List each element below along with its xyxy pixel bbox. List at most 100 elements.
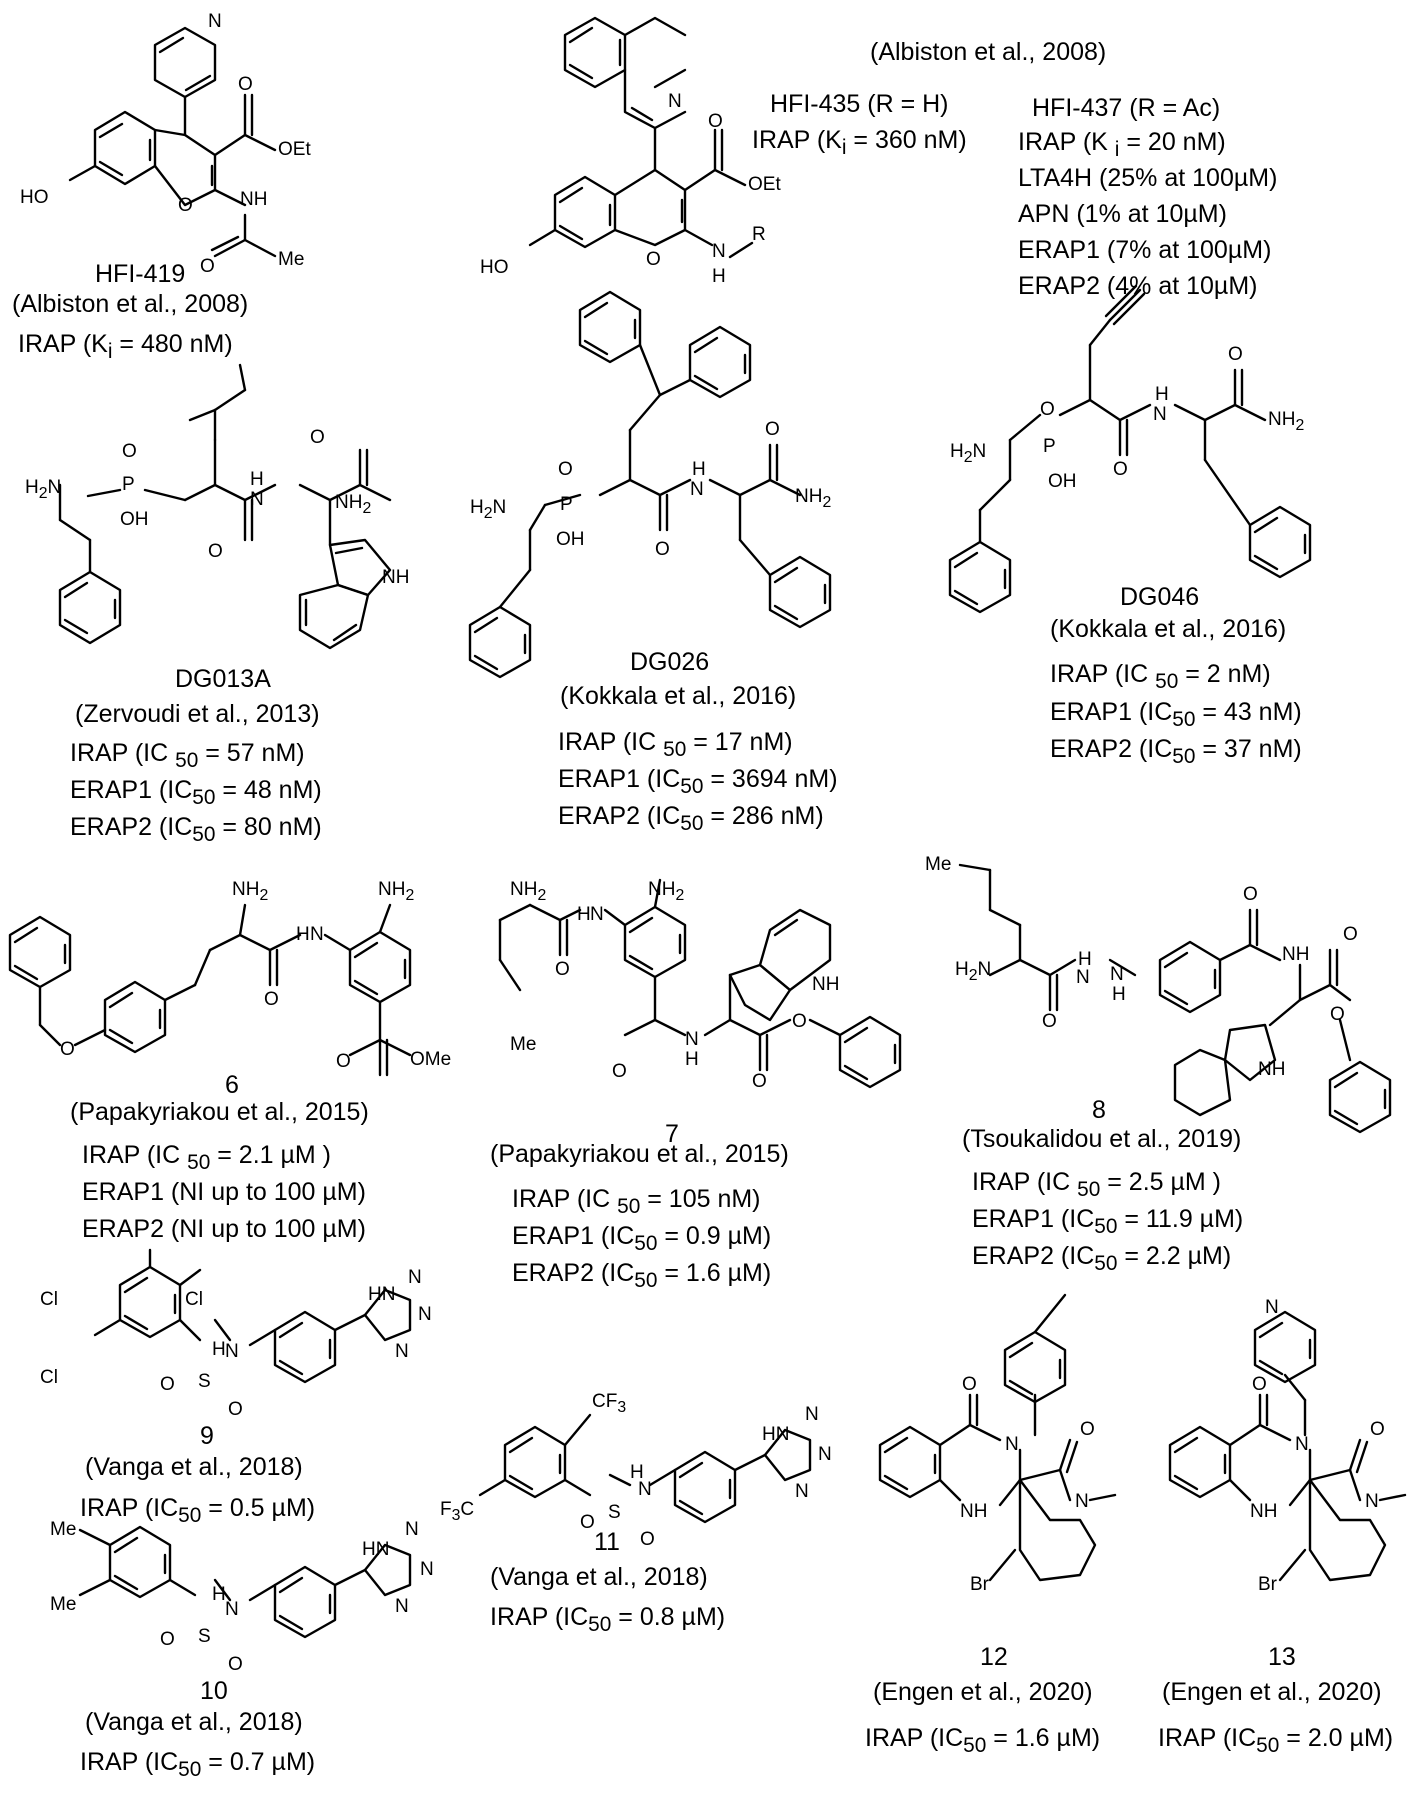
structure-dg026 — [468, 290, 832, 679]
atom-label: O — [708, 111, 723, 132]
atom-label: Me — [925, 854, 952, 875]
activity-line: ERAP2 (4% at 10µM) — [1018, 272, 1258, 300]
compound-name: DG013A — [175, 665, 271, 693]
atom-label: O — [1243, 884, 1258, 905]
atom-label: N — [250, 489, 264, 510]
atom-label: O — [310, 427, 325, 448]
compound-name: 7 — [665, 1120, 679, 1148]
atom-label: NH2 — [335, 492, 372, 517]
atom-label: O — [60, 1039, 75, 1060]
atom-label: Me — [50, 1519, 77, 1540]
compound-ref: (Albiston et al., 2008) — [870, 38, 1107, 66]
structure-8 — [958, 863, 1392, 1134]
atom-label: O — [200, 256, 215, 277]
atom-label: N — [395, 1596, 409, 1617]
atom-label: HN — [368, 1284, 396, 1305]
compound-name: DG026 — [630, 648, 710, 676]
compound-name: 10 — [200, 1677, 228, 1705]
atom-label: O — [558, 459, 573, 480]
structure-9 — [93, 1248, 412, 1384]
atom-label: N — [1005, 1434, 1019, 1455]
atom-label: N — [1295, 1434, 1309, 1455]
activity-line: IRAP (IC 50 = 2.1 µM ) — [82, 1141, 331, 1174]
activity-line: ERAP2 (IC50 = 37 nM) — [1050, 735, 1302, 768]
compound-ref: (Vanga et al., 2018) — [85, 1453, 303, 1481]
compound-name: HFI-419 — [95, 260, 186, 288]
compound-ref: (Engen et al., 2020) — [873, 1678, 1093, 1706]
atom-label: H — [212, 1339, 226, 1360]
activity-line: IRAP (IC 50 = 105 nM) — [512, 1185, 761, 1218]
atom-label: O — [264, 989, 279, 1010]
atom-label: OH — [556, 529, 585, 550]
atom-label: NH2 — [795, 486, 832, 511]
atom-label: H — [692, 459, 706, 480]
structure-10 — [78, 1525, 412, 1639]
atom-label: S — [608, 1502, 621, 1523]
atom-label: NH — [240, 189, 268, 210]
atom-label: O — [792, 1011, 807, 1032]
structure-11 — [478, 1413, 812, 1524]
atom-label: H2N — [955, 959, 992, 984]
activity-line: IRAP (IC 50 = 57 nM) — [70, 739, 305, 772]
atom-label: NH — [960, 1501, 988, 1522]
atom-label: NH2 — [510, 879, 547, 904]
compound-name: 11 — [594, 1528, 620, 1556]
activity-line: LTA4H (25% at 100µM) — [1018, 164, 1278, 192]
activity-line: IRAP (K i = 20 nM) — [1018, 128, 1226, 161]
atom-label: N — [1365, 1491, 1379, 1512]
atom-label: O — [208, 541, 223, 562]
atom-label: H2N — [470, 497, 507, 522]
atom-label: P — [560, 494, 573, 515]
activity-line: ERAP1 (IC50 = 48 nM) — [70, 776, 322, 809]
activity-line: IRAP (IC50 = 0.7 µM) — [80, 1748, 316, 1781]
activity-line: ERAP2 (IC50 = 80 nM) — [70, 813, 322, 846]
compound-name: HFI-437 (R = Ac) — [1032, 94, 1221, 122]
atom-label: N — [590, 904, 604, 925]
activity-line: IRAP (IC50 = 0.5 µM) — [80, 1494, 316, 1527]
atom-label: N — [668, 91, 682, 112]
atom-label: N — [208, 11, 222, 32]
activity-line: ERAP1 (IC50 = 0.9 µM) — [512, 1222, 772, 1255]
atom-label: O — [640, 1529, 655, 1550]
atom-label: NH2 — [232, 879, 269, 904]
atom-label: Me — [278, 249, 305, 270]
atom-label: CF3 — [592, 1391, 627, 1416]
atom-label: N — [310, 924, 324, 945]
atom-label: HN — [762, 1424, 790, 1445]
compound-ref: (Kokkala et al., 2016) — [1050, 615, 1287, 643]
atom-label: N — [712, 241, 726, 262]
atom-label: OH — [120, 509, 149, 530]
atom-label: NH2 — [1268, 409, 1305, 434]
atom-label: H — [685, 1049, 699, 1070]
atom-label: O — [555, 959, 570, 980]
atom-label: HO — [20, 187, 49, 208]
atom-label: O — [336, 1051, 351, 1072]
atom-label: H — [1155, 384, 1169, 405]
atom-label: O — [160, 1374, 175, 1395]
atom-label: H — [712, 266, 726, 287]
compound-name: 13 — [1268, 1643, 1296, 1671]
atom-label: Br — [1258, 1574, 1277, 1595]
activity-line: ERAP1 (IC50 = 11.9 µM) — [972, 1205, 1244, 1238]
structure-13 — [1168, 1310, 1407, 1582]
atom-label: N — [420, 1559, 434, 1580]
atom-label: NH — [1282, 944, 1310, 965]
atom-label: F3C — [440, 1499, 475, 1524]
atom-label: H2N — [950, 441, 987, 466]
atom-label: N — [418, 1304, 432, 1325]
atom-label: N — [1265, 1297, 1279, 1318]
atom-label: H — [577, 904, 591, 925]
atom-label: NH2 — [648, 879, 685, 904]
atom-label: O — [655, 539, 670, 560]
atom-label: N — [805, 1404, 819, 1425]
atom-label: O — [228, 1654, 243, 1675]
atom-label: O — [1370, 1419, 1385, 1440]
atom-label: Br — [970, 1574, 989, 1595]
atom-label: O — [1113, 459, 1128, 480]
activity-line: ERAP2 (IC50 = 2.2 µM) — [972, 1242, 1232, 1275]
compound-name: HFI-435 (R = H) — [770, 90, 949, 118]
activity-line: IRAP (IC50 = 2.0 µM) — [1158, 1724, 1394, 1757]
atom-label: O — [1040, 399, 1055, 420]
